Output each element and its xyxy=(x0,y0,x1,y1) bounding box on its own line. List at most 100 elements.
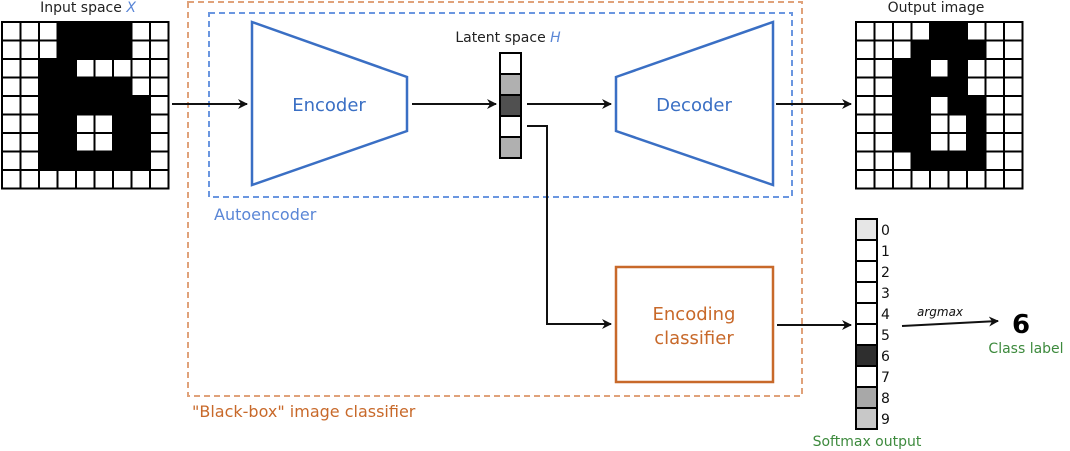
output-pixel xyxy=(966,150,987,171)
output-pixel xyxy=(929,21,950,42)
output-pixel xyxy=(947,21,968,42)
input-pixel xyxy=(130,113,151,134)
input-pixel xyxy=(56,113,77,134)
softmax-index-label: 4 xyxy=(881,307,890,323)
output-pixel xyxy=(966,113,987,134)
input-pixel xyxy=(130,150,151,171)
input-pixel xyxy=(1,150,22,171)
softmax-cell xyxy=(855,281,878,304)
latent-vector xyxy=(499,52,522,159)
input-pixel xyxy=(19,113,40,134)
output-pixel xyxy=(1003,132,1024,153)
output-pixel xyxy=(873,21,894,42)
output-pixel xyxy=(873,169,894,190)
input-pixel xyxy=(75,150,96,171)
output-pixel xyxy=(855,113,876,134)
class-label-value: 6 xyxy=(1012,310,1030,340)
input-pixel xyxy=(112,21,133,42)
output-pixel xyxy=(892,39,913,60)
input-pixel xyxy=(75,95,96,116)
input-pixel xyxy=(38,21,59,42)
latent-cell xyxy=(499,115,522,138)
softmax-index-label: 6 xyxy=(881,349,890,365)
argmax-label: argmax xyxy=(917,305,964,319)
softmax-label: Softmax output xyxy=(813,434,922,450)
input-pixel xyxy=(75,21,96,42)
input-pixel xyxy=(112,169,133,190)
output-pixel xyxy=(892,95,913,116)
input-pixel xyxy=(38,76,59,97)
input-pixel xyxy=(75,76,96,97)
output-pixel xyxy=(984,169,1005,190)
input-pixel xyxy=(19,76,40,97)
softmax-cell xyxy=(855,386,878,409)
output-pixel xyxy=(1003,113,1024,134)
input-pixel xyxy=(149,132,170,153)
input-pixel xyxy=(1,58,22,79)
softmax-cell xyxy=(855,407,878,430)
output-pixel xyxy=(855,132,876,153)
softmax-index-label: 9 xyxy=(881,412,890,428)
input-pixel xyxy=(130,169,151,190)
input-pixel xyxy=(19,150,40,171)
softmax-index-label: 0 xyxy=(881,223,890,239)
softmax-index-label: 7 xyxy=(881,370,890,386)
input-pixel xyxy=(112,76,133,97)
input-pixel xyxy=(38,113,59,134)
input-pixel xyxy=(93,169,114,190)
class-label-caption: Class label xyxy=(988,341,1063,357)
output-pixel xyxy=(892,150,913,171)
input-pixel xyxy=(149,76,170,97)
classifier-label-line2: classifier xyxy=(654,328,734,349)
input-pixel xyxy=(130,132,151,153)
blackbox-frame xyxy=(187,1,803,397)
input-pixel xyxy=(1,76,22,97)
softmax-index-label: 8 xyxy=(881,391,890,407)
input-pixel xyxy=(93,58,114,79)
input-pixel xyxy=(75,169,96,190)
output-pixel xyxy=(929,95,950,116)
output-pixel xyxy=(910,95,931,116)
input-pixel xyxy=(19,95,40,116)
output-pixel xyxy=(984,132,1005,153)
softmax-cell xyxy=(855,365,878,388)
softmax-cell xyxy=(855,260,878,283)
output-pixel xyxy=(929,169,950,190)
input-pixel xyxy=(149,150,170,171)
input-pixel xyxy=(1,95,22,116)
output-pixel xyxy=(1003,95,1024,116)
input-pixel xyxy=(56,95,77,116)
output-pixel xyxy=(947,132,968,153)
input-pixel xyxy=(112,150,133,171)
output-pixel xyxy=(947,76,968,97)
output-pixel xyxy=(873,39,894,60)
output-pixel xyxy=(873,76,894,97)
input-pixel xyxy=(38,169,59,190)
output-pixel xyxy=(947,150,968,171)
output-pixel xyxy=(873,132,894,153)
output-pixel xyxy=(892,76,913,97)
output-pixel xyxy=(892,113,913,134)
input-pixel xyxy=(1,39,22,60)
output-pixel xyxy=(910,113,931,134)
input-pixel xyxy=(56,76,77,97)
input-pixel xyxy=(93,132,114,153)
output-pixel xyxy=(910,150,931,171)
latent-space-label: Latent space H xyxy=(455,30,561,46)
output-pixel xyxy=(892,58,913,79)
softmax-index-label: 1 xyxy=(881,244,890,260)
input-pixel xyxy=(93,21,114,42)
classifier-label-line1: Encoding xyxy=(653,304,736,325)
input-pixel xyxy=(149,21,170,42)
output-pixel xyxy=(984,113,1005,134)
arrow-latent-to-classifier xyxy=(527,125,612,329)
input-pixel xyxy=(56,58,77,79)
input-pixel xyxy=(149,58,170,79)
input-pixel xyxy=(149,113,170,134)
input-pixel xyxy=(93,150,114,171)
softmax-index-label: 5 xyxy=(881,328,890,344)
output-pixel xyxy=(1003,21,1024,42)
output-pixel xyxy=(947,169,968,190)
output-pixel xyxy=(855,76,876,97)
input-pixel xyxy=(56,39,77,60)
